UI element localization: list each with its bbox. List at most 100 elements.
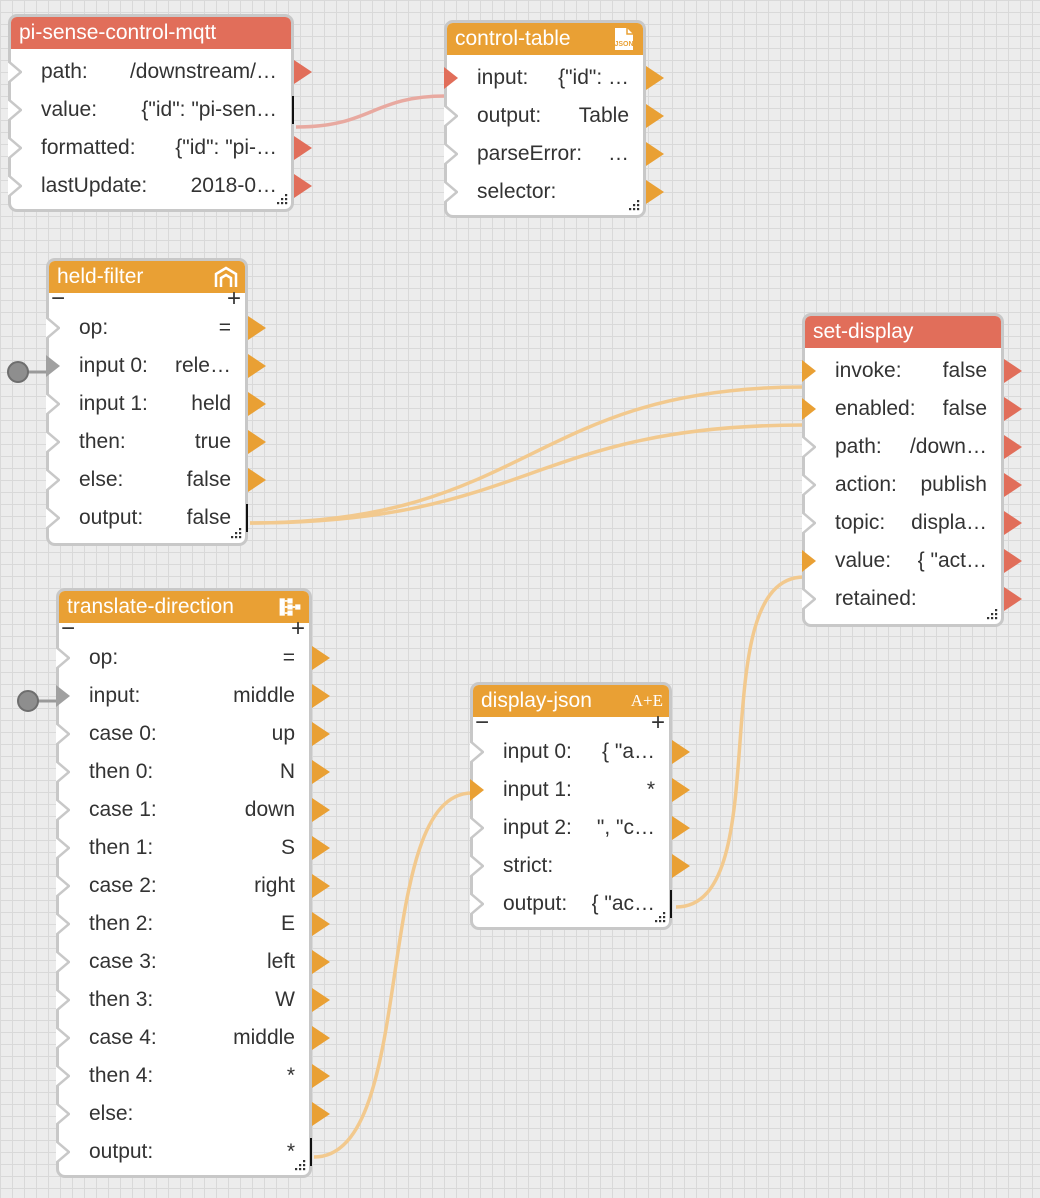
output-port[interactable] — [312, 874, 330, 898]
port-value[interactable]: false — [942, 397, 987, 420]
port-row[interactable]: strict: — [470, 847, 690, 885]
input-port[interactable] — [56, 913, 70, 935]
output-connector-bar[interactable] — [670, 890, 672, 918]
output-port[interactable] — [646, 66, 664, 90]
input-port[interactable] — [56, 989, 70, 1011]
add-input-button[interactable]: + — [650, 709, 665, 736]
port-value[interactable]: true — [194, 430, 231, 453]
output-port[interactable] — [672, 816, 690, 840]
port-row[interactable]: formatted:{"id": "pi-… — [8, 129, 312, 167]
port-row[interactable]: input 2:", "c… — [470, 809, 690, 847]
remove-input-button[interactable]: − — [51, 285, 66, 312]
input-port[interactable] — [46, 507, 60, 529]
port-row[interactable]: output:false — [46, 499, 248, 537]
node-title-bar[interactable]: translate-direction — [59, 591, 309, 623]
port-value[interactable]: displa… — [911, 511, 987, 534]
output-port[interactable] — [248, 354, 266, 378]
output-port[interactable] — [312, 1064, 330, 1088]
input-port[interactable] — [56, 1141, 70, 1163]
port-value[interactable]: * — [286, 1140, 295, 1163]
port-value[interactable]: rele… — [174, 354, 231, 377]
port-value[interactable]: {"id": … — [558, 66, 629, 89]
node-title-bar[interactable]: set-display — [805, 316, 1001, 348]
port-row[interactable]: case 1:down — [56, 791, 330, 829]
port-value[interactable]: /downstream/… — [129, 60, 277, 83]
input-port[interactable] — [8, 175, 22, 197]
resize-grip-icon[interactable] — [228, 526, 242, 540]
input-port[interactable] — [470, 817, 484, 839]
input-port[interactable] — [802, 512, 816, 534]
resize-grip-icon[interactable] — [274, 192, 288, 206]
input-port[interactable] — [46, 469, 60, 491]
port-row[interactable]: then 1:S — [56, 829, 330, 867]
output-port[interactable] — [312, 722, 330, 746]
input-port[interactable] — [56, 761, 70, 783]
port-row[interactable]: then 3:W — [56, 981, 330, 1019]
input-port[interactable] — [46, 317, 60, 339]
port-row[interactable]: action:publish — [802, 466, 1022, 504]
input-port[interactable] — [802, 474, 816, 496]
port-row[interactable]: output:{ "ac… — [470, 885, 672, 923]
port-row[interactable]: op:= — [46, 309, 266, 347]
input-port[interactable] — [470, 855, 484, 877]
remove-input-button[interactable]: − — [475, 709, 490, 736]
port-row[interactable]: output:Table — [444, 97, 664, 135]
output-port[interactable] — [672, 854, 690, 878]
port-row[interactable]: input:middle — [56, 677, 330, 715]
node-pi-sense-control-mqtt[interactable]: pi-sense-control-mqtt path:/downstream/…… — [8, 14, 312, 212]
port-value[interactable]: middle — [233, 684, 295, 707]
output-port[interactable] — [312, 684, 330, 708]
output-port[interactable] — [1004, 549, 1022, 573]
port-value[interactable]: E — [280, 912, 295, 935]
input-port[interactable] — [56, 875, 70, 897]
output-port[interactable] — [248, 468, 266, 492]
input-port[interactable] — [56, 1103, 70, 1125]
port-row[interactable]: input 0:{ "a… — [470, 733, 690, 771]
port-row[interactable]: then 0:N — [56, 753, 330, 791]
input-port-connected[interactable] — [802, 550, 816, 572]
input-port[interactable] — [470, 893, 484, 915]
port-row[interactable]: input:{"id": … — [444, 59, 664, 97]
port-value[interactable]: * — [286, 1064, 295, 1087]
input-port-connected[interactable] — [444, 67, 458, 89]
remove-input-button[interactable]: − — [61, 615, 76, 642]
resize-grip-icon[interactable] — [292, 1158, 306, 1172]
port-value[interactable]: {"id": "pi-… — [175, 136, 277, 159]
port-row[interactable]: case 0:up — [56, 715, 330, 753]
port-row[interactable]: retained: — [802, 580, 1022, 618]
port-row[interactable]: topic:displa… — [802, 504, 1022, 542]
output-port[interactable] — [312, 798, 330, 822]
node-title-bar[interactable]: control-table JSON — [447, 23, 643, 55]
port-value[interactable]: right — [254, 874, 295, 897]
port-value[interactable]: {"id": "pi-sen… — [141, 98, 277, 121]
output-port[interactable] — [312, 1102, 330, 1126]
input-port[interactable] — [802, 436, 816, 458]
input-port[interactable] — [56, 837, 70, 859]
port-value[interactable]: middle — [233, 1026, 295, 1049]
port-row[interactable]: then 4:* — [56, 1057, 330, 1095]
input-port[interactable] — [8, 99, 22, 121]
port-row[interactable]: parseError:… — [444, 135, 664, 173]
port-value[interactable]: up — [271, 722, 295, 745]
output-connector-bar[interactable] — [292, 96, 294, 124]
node-control-table[interactable]: control-table JSON input:{"id": …output:… — [444, 20, 664, 218]
output-port[interactable] — [294, 174, 312, 198]
port-row[interactable]: op:= — [56, 639, 330, 677]
port-value[interactable]: … — [608, 142, 629, 165]
output-port[interactable] — [248, 316, 266, 340]
port-value[interactable]: false — [186, 506, 231, 529]
input-port[interactable] — [444, 143, 458, 165]
output-port[interactable] — [312, 988, 330, 1012]
port-value[interactable]: S — [280, 836, 295, 859]
output-port[interactable] — [294, 60, 312, 84]
port-value[interactable]: * — [646, 778, 655, 801]
port-value[interactable]: { "act… — [917, 549, 987, 572]
port-value[interactable]: down — [244, 798, 295, 821]
port-row[interactable]: else:false — [46, 461, 266, 499]
port-value[interactable]: { "a… — [602, 740, 655, 763]
port-value[interactable]: false — [186, 468, 231, 491]
port-row[interactable]: then:true — [46, 423, 266, 461]
output-port[interactable] — [1004, 397, 1022, 421]
add-input-button[interactable]: + — [226, 285, 241, 312]
port-value[interactable]: = — [282, 646, 295, 669]
